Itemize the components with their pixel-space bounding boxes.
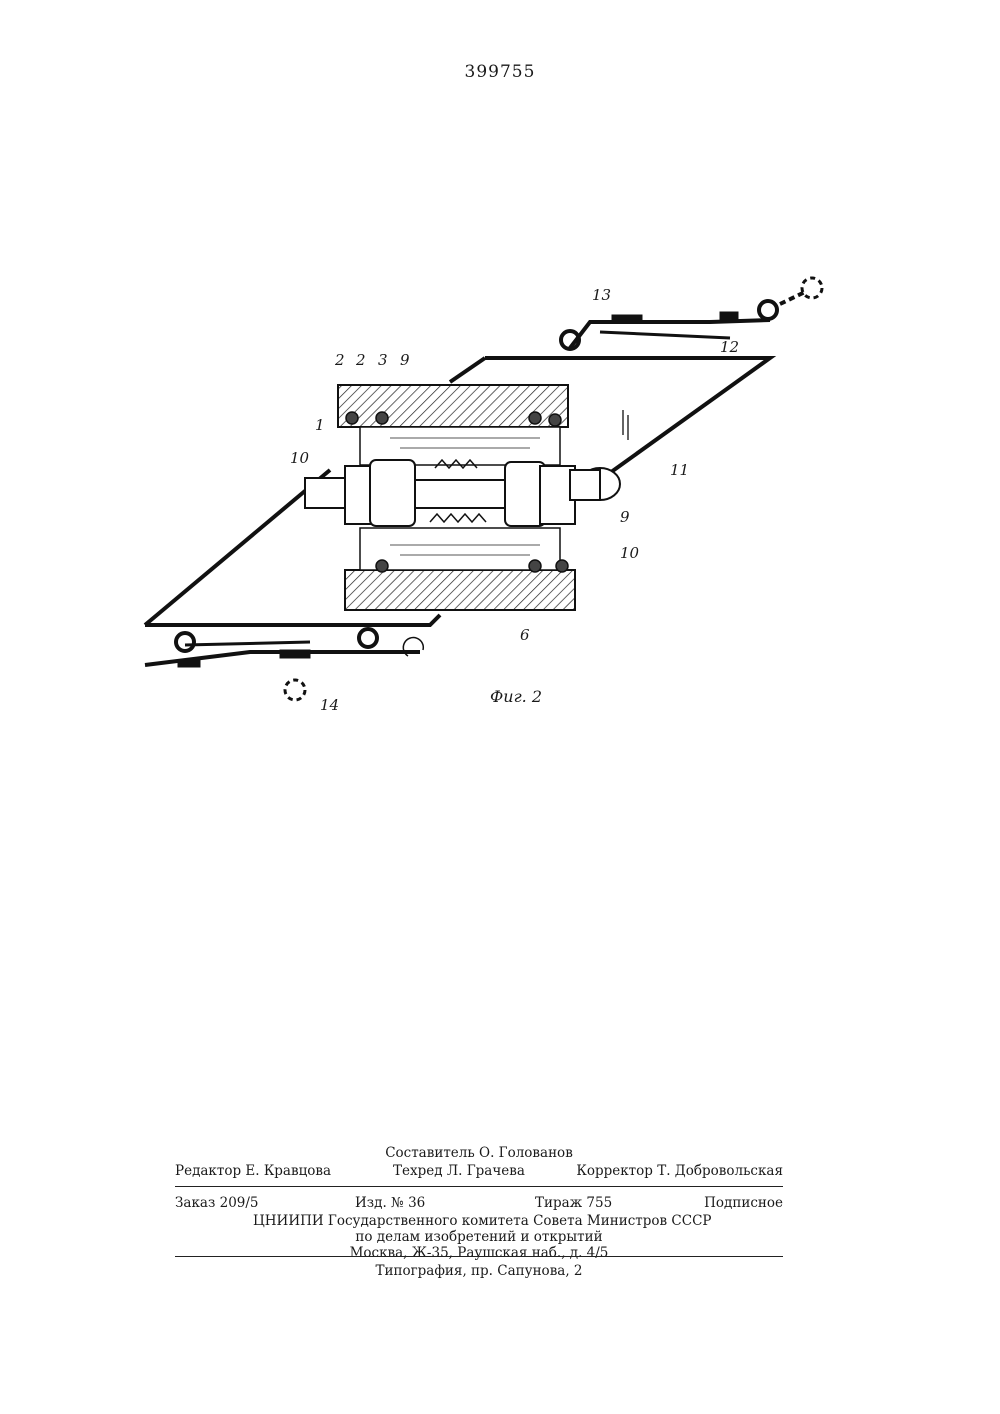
order-number: Заказ 209/5 — [175, 1194, 259, 1212]
patent-number: 399755 — [0, 62, 1000, 82]
divider-top — [175, 1186, 783, 1187]
label-2b: 2 — [355, 351, 366, 369]
motion-arrows — [623, 410, 628, 440]
colophon: Составитель О. Голованов Редактор Е. Кра… — [175, 1144, 783, 1180]
label-14: 14 — [320, 696, 339, 714]
compiler: Составитель О. Голованов — [175, 1144, 783, 1162]
print-run: Тираж 755 — [535, 1194, 612, 1212]
label-10b: 10 — [620, 544, 640, 562]
editor: Редактор Е. Кравцова — [175, 1162, 331, 1180]
label-13: 13 — [592, 286, 611, 304]
label-6: 6 — [520, 626, 530, 644]
techeditor: Техред Л. Грачева — [393, 1162, 525, 1180]
printer: Типография, пр. Сапунова, 2 — [175, 1262, 783, 1280]
label-12: 12 — [720, 338, 739, 356]
technical-drawing: 2 2 3 9 1 10 9 10 11 12 13 6 14 Фиг. 2 — [130, 270, 830, 720]
edition-number: Изд. № 36 — [355, 1194, 425, 1212]
label-11: 11 — [670, 461, 689, 479]
figure-caption: Фиг. 2 — [490, 687, 542, 706]
corrector: Корректор Т. Добровольская — [576, 1162, 783, 1180]
label-3: 3 — [378, 351, 388, 369]
lower-rail — [145, 629, 423, 700]
label-2a: 2 — [334, 351, 345, 369]
subscription: Подписное — [704, 1194, 783, 1212]
label-9a: 9 — [400, 351, 410, 369]
colophon-publishing: Заказ 209/5 Изд. № 36 Тираж 755 Подписно… — [175, 1194, 783, 1260]
divider-bottom — [175, 1256, 783, 1257]
label-1: 1 — [315, 416, 325, 434]
colophon-printer: Типография, пр. Сапунова, 2 — [175, 1262, 783, 1280]
address: Москва, Ж-35, Раушская наб., д. 4/5 — [175, 1244, 783, 1262]
label-10a: 10 — [290, 449, 310, 467]
label-9b: 9 — [620, 508, 630, 526]
